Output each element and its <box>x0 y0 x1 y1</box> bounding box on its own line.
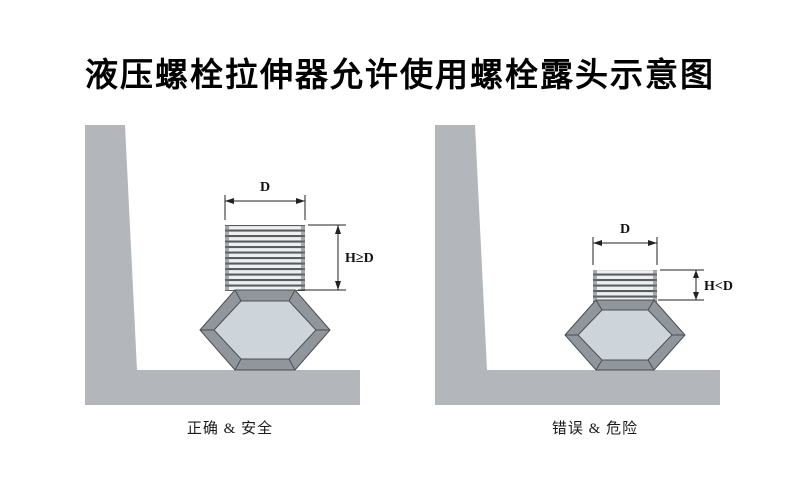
diagram-wrong: D H<D 错误 & 危险 <box>435 125 733 437</box>
height-label: H≥D <box>345 251 374 266</box>
diameter-dimension: D <box>592 222 658 265</box>
page-title: 液压螺栓拉伸器允许使用螺栓露头示意图 <box>85 56 715 93</box>
support-bracket <box>85 125 360 405</box>
diagram-correct: D H≥D 正确 & 安全 <box>85 125 374 437</box>
support-bracket <box>435 125 720 405</box>
diameter-label: D <box>260 180 270 195</box>
bolt-threads <box>225 225 305 291</box>
height-dimension: H≥D <box>298 224 374 291</box>
height-dimension: H<D <box>658 269 733 301</box>
hex-nut <box>564 299 686 371</box>
hex-nut <box>199 289 331 371</box>
caption-correct: 正确 & 安全 <box>187 419 273 437</box>
caption-wrong: 错误 & 危险 <box>552 420 638 437</box>
bolt-threads <box>593 270 657 302</box>
height-label: H<D <box>704 279 733 294</box>
diameter-dimension: D <box>224 180 306 220</box>
diameter-label: D <box>620 222 630 237</box>
